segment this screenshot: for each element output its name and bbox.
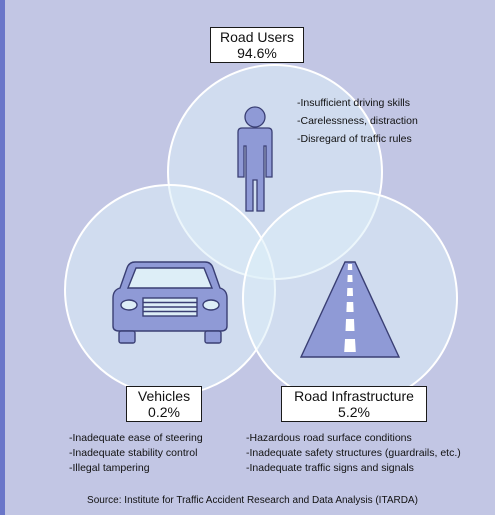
vehicles-factor: -Inadequate stability control bbox=[69, 447, 198, 459]
car-icon bbox=[112, 261, 228, 344]
road-infrastructure-factor: -Hazardous road surface conditions bbox=[246, 432, 412, 444]
vehicles-title: Vehicles bbox=[137, 388, 191, 404]
venn-diagram bbox=[64, 64, 458, 406]
road-users-title: Road Users bbox=[220, 29, 294, 45]
road-infrastructure-title: Road Infrastructure bbox=[294, 388, 414, 404]
road-users-factor: -Disregard of traffic rules bbox=[297, 133, 412, 145]
road-users-factor: -Carelessness, distraction bbox=[297, 115, 418, 127]
road-icon bbox=[299, 261, 401, 358]
road-infrastructure-factor: -Inadequate traffic signs and signals bbox=[246, 462, 414, 474]
road-infrastructure-label-box: Road Infrastructure 5.2% bbox=[281, 386, 427, 422]
source-note: Source: Institute for Traffic Accident R… bbox=[87, 495, 418, 506]
vehicles-factor: -Illegal tampering bbox=[69, 462, 150, 474]
vehicles-factor: -Inadequate ease of steering bbox=[69, 432, 203, 444]
person-icon bbox=[237, 106, 273, 212]
road-users-percent: 94.6% bbox=[237, 45, 277, 61]
road-users-factor: -Insufficient driving skills bbox=[297, 97, 411, 109]
vehicles-label-box: Vehicles 0.2% bbox=[126, 386, 202, 422]
vehicles-percent: 0.2% bbox=[148, 404, 180, 420]
road-infrastructure-factor: -Inadequate safety structures (guardrail… bbox=[246, 447, 461, 459]
road-users-label-box: Road Users 94.6% bbox=[210, 27, 304, 63]
road-infrastructure-percent: 5.2% bbox=[338, 404, 370, 420]
